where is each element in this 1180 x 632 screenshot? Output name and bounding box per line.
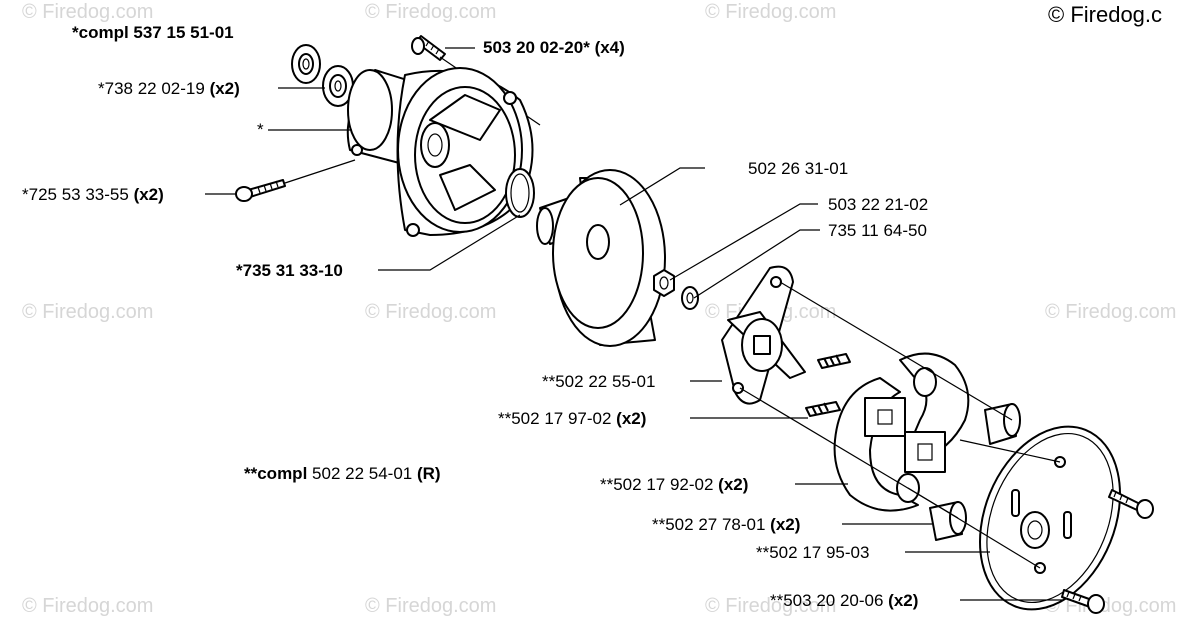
label-spring: **502 17 97-02 (x2) — [498, 409, 646, 428]
watermark: © Firedog.com — [1045, 301, 1176, 323]
watermark: © Firedog.com — [365, 301, 496, 323]
watermark: © Firedog.com — [705, 1, 836, 23]
cover-plate-drawing — [979, 425, 1121, 611]
label-top-screw: 503 20 02-20* (x4) — [483, 38, 625, 57]
watermark: © Firedog.com — [365, 595, 496, 617]
watermark: © Firedog.com — [22, 595, 153, 617]
clutch-shoes-drawing — [833, 352, 970, 512]
label-washer: 735 11 64-50 — [828, 221, 927, 240]
label-o-ring: *735 31 33-10 — [236, 261, 343, 280]
part-labels: *compl 537 15 51-01 503 20 02-20* (x4) *… — [22, 23, 928, 610]
plate-screws-drawing — [1061, 489, 1154, 614]
washer-drawing — [681, 286, 699, 310]
bearing-drawing — [291, 44, 354, 107]
watermark: © Firedog.com — [365, 1, 496, 23]
leader-lines — [205, 47, 1062, 601]
label-bottom-screw: **503 20 20-06 (x2) — [770, 591, 918, 610]
watermarks: © Firedog.com © Firedog.com © Firedog.co… — [22, 1, 1176, 617]
label-plate: **502 17 95-03 — [756, 543, 869, 562]
nut-drawing — [653, 269, 675, 297]
label-drum: 502 26 31-01 — [748, 159, 848, 178]
label-bearing: *738 22 02-19 (x2) — [98, 79, 240, 98]
left-screw-drawing — [235, 159, 356, 202]
copyright-notice: © Firedog.c — [1048, 2, 1162, 27]
label-carrier: **502 22 55-01 — [542, 372, 655, 391]
label-nut: 503 22 21-02 — [828, 195, 928, 214]
watermark: © Firedog.com — [22, 301, 153, 323]
shoe-carrier-drawing — [721, 265, 806, 405]
spring-drawing — [805, 353, 851, 417]
label-compl-clutch: **compl 502 22 54-01 (R) — [244, 464, 441, 483]
label-compl-top: *compl 537 15 51-01 — [72, 23, 234, 42]
o-ring-drawing — [505, 168, 535, 218]
label-bushing: **502 27 78-01 (x2) — [652, 515, 800, 534]
clutch-housing-drawing — [346, 67, 534, 237]
label-star: * — [257, 120, 264, 139]
label-left-screw: *725 53 33-55 (x2) — [22, 185, 164, 204]
label-shoe: **502 17 92-02 (x2) — [600, 475, 748, 494]
watermark: © Firedog.com — [705, 595, 836, 617]
clutch-drum-drawing — [536, 169, 666, 347]
assembly-lines — [739, 281, 1061, 569]
watermark: © Firedog.com — [22, 1, 153, 23]
